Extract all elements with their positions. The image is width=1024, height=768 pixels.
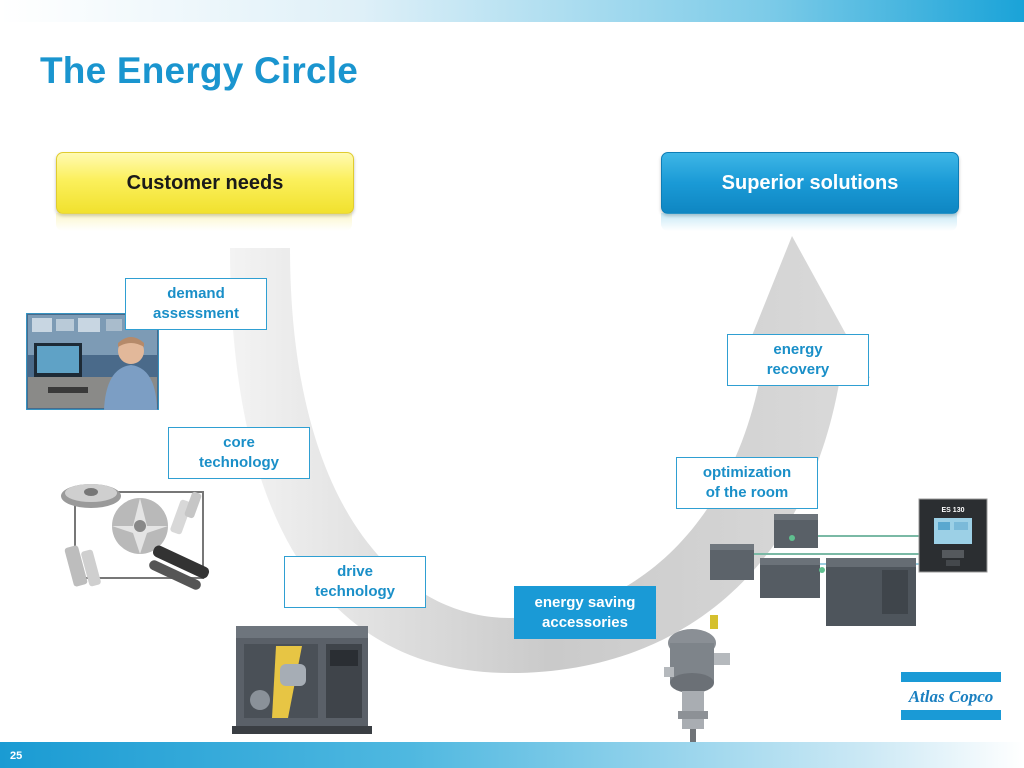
superior-solutions-box: Superior solutions	[661, 152, 959, 214]
customer-needs-box: Customer needs	[56, 152, 354, 214]
demand-assessment-photo	[26, 313, 159, 410]
energy-saving-accessories-image	[664, 615, 730, 747]
svg-text:Atlas Copco: Atlas Copco	[908, 687, 994, 706]
superior-solutions-reflection	[661, 213, 957, 231]
slide-number: 25	[10, 750, 23, 762]
compressor-room-image: ES 130	[710, 498, 988, 626]
customer-needs-reflection	[56, 213, 352, 231]
top-banner	[0, 0, 1024, 22]
atlas-copco-logo: Atlas Copco	[901, 672, 1001, 720]
slide-title: The Energy Circle	[40, 50, 359, 91]
bottom-banner: 25	[0, 742, 1024, 768]
controller-label: ES 130	[942, 507, 965, 514]
drive-technology-compressor	[232, 626, 372, 734]
core-technology-image	[61, 484, 210, 590]
